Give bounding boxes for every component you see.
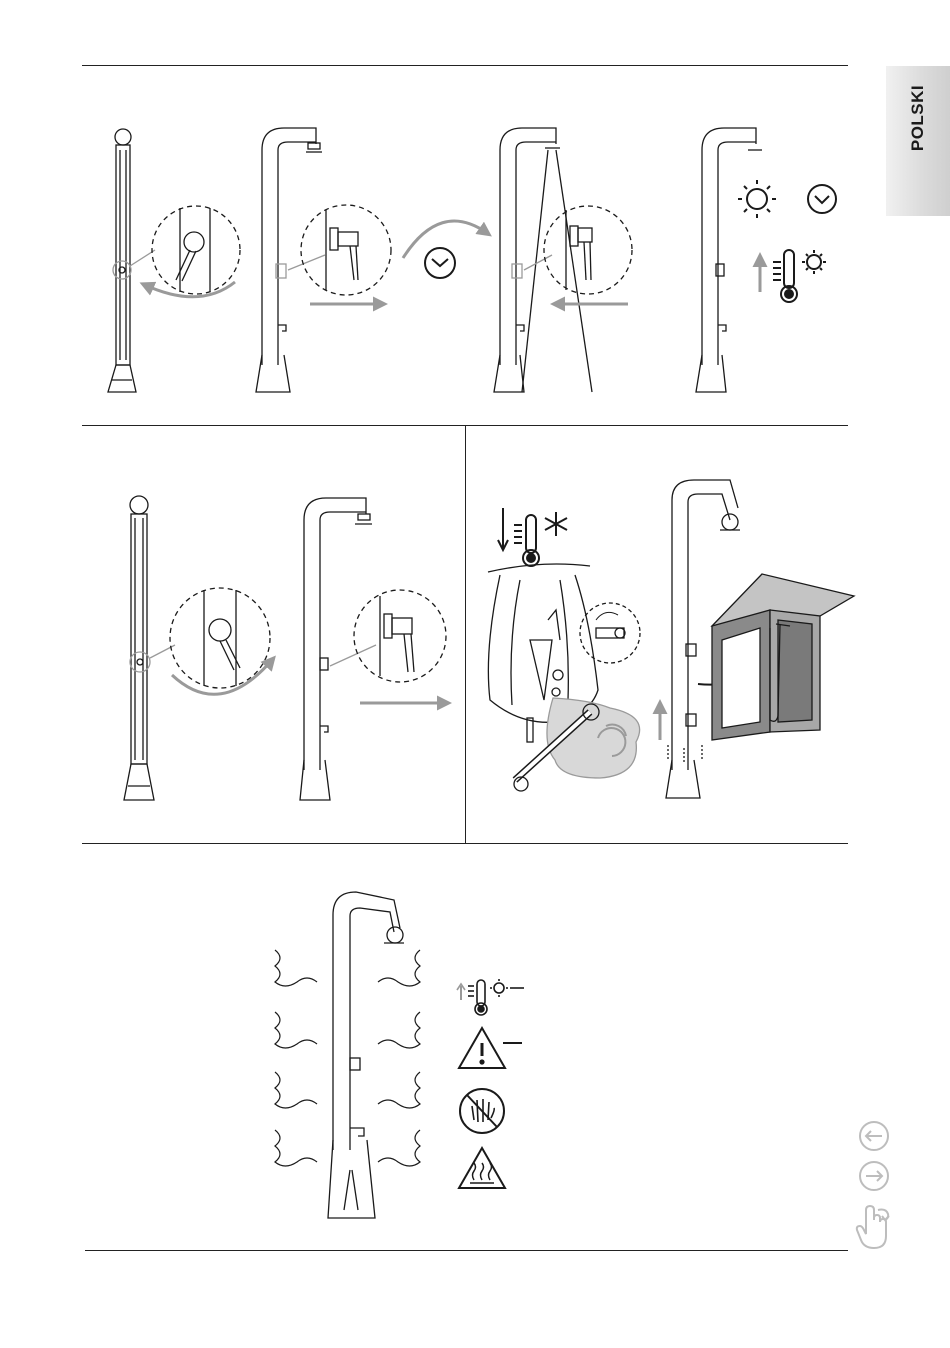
thermometer-sun-icon bbox=[773, 250, 826, 302]
valve-zoom-1 bbox=[145, 206, 240, 297]
shower-front-view-2 bbox=[256, 128, 325, 392]
warning-icon bbox=[459, 1028, 522, 1068]
valve-zoom-5 bbox=[170, 588, 272, 694]
arrow-curve-1 bbox=[403, 221, 487, 258]
heat-waves bbox=[275, 950, 420, 1166]
shower-front-view-4 bbox=[696, 128, 762, 392]
back-hand-icon[interactable] bbox=[852, 1202, 896, 1254]
shower-front-view-6 bbox=[300, 498, 376, 800]
valve-zoom-6 bbox=[354, 590, 446, 682]
storage-shed bbox=[712, 574, 854, 740]
next-page-icon[interactable] bbox=[852, 1154, 896, 1198]
valve-zoom-2 bbox=[301, 205, 391, 295]
valve-zoom-3 bbox=[544, 206, 632, 294]
thermometer-snow-icon bbox=[514, 512, 567, 566]
clock-icon-2 bbox=[808, 185, 836, 213]
clock-icon bbox=[425, 248, 455, 278]
prev-page-icon[interactable] bbox=[852, 1114, 896, 1158]
shower-side-view-1 bbox=[108, 129, 155, 392]
thermometer-sun-icon-2 bbox=[457, 979, 524, 1015]
shower-side-view-5 bbox=[124, 496, 175, 800]
sun-icon bbox=[738, 180, 776, 218]
no-touch-icon bbox=[460, 1089, 504, 1133]
shower-front-view-8 bbox=[328, 892, 404, 1218]
shower-front-view-3 bbox=[494, 128, 592, 392]
base-drain-detail bbox=[488, 564, 640, 791]
hot-surface-icon bbox=[459, 1148, 505, 1188]
